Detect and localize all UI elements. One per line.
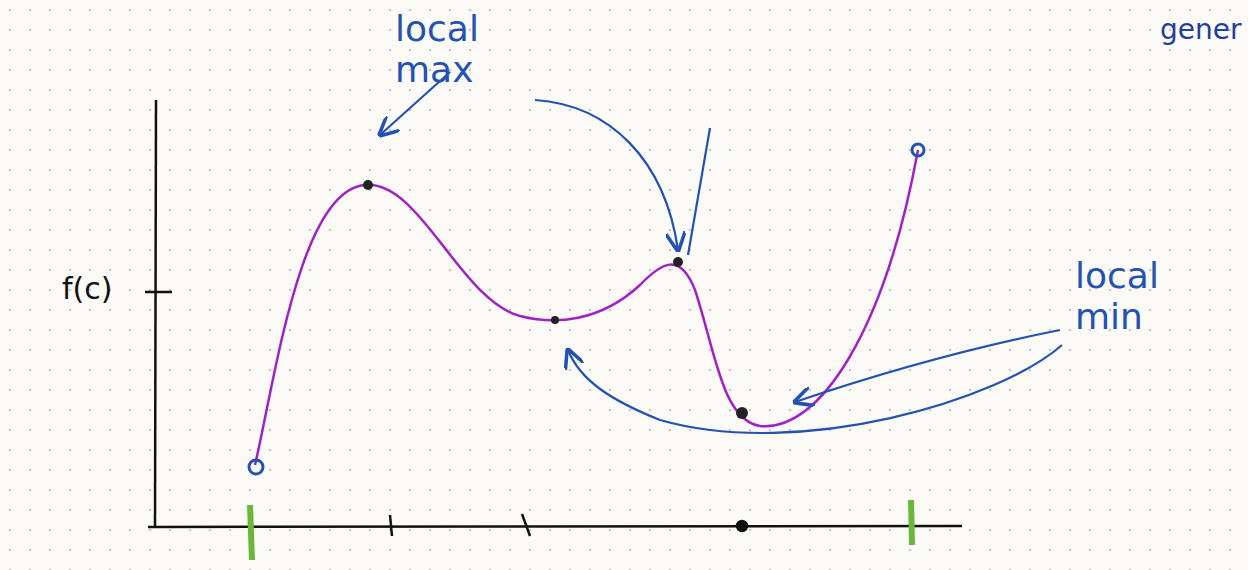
- x-tick: [390, 515, 392, 536]
- y-tick: [145, 291, 172, 294]
- y-axis: [155, 100, 156, 528]
- axes: [145, 100, 962, 536]
- local-min-label: local min: [1075, 255, 1195, 338]
- critical-points: [249, 144, 924, 474]
- callout-arrows: [380, 72, 1062, 433]
- margin-note: gener: [1160, 14, 1241, 46]
- x-tick: [522, 514, 530, 536]
- local-max-label: local max: [395, 8, 515, 91]
- interval-end-marks: [250, 500, 912, 560]
- function-curve: [255, 150, 918, 465]
- axis-value-label: f(c): [62, 272, 112, 307]
- x-tick-dot: [737, 521, 747, 531]
- x-axis: [148, 526, 962, 527]
